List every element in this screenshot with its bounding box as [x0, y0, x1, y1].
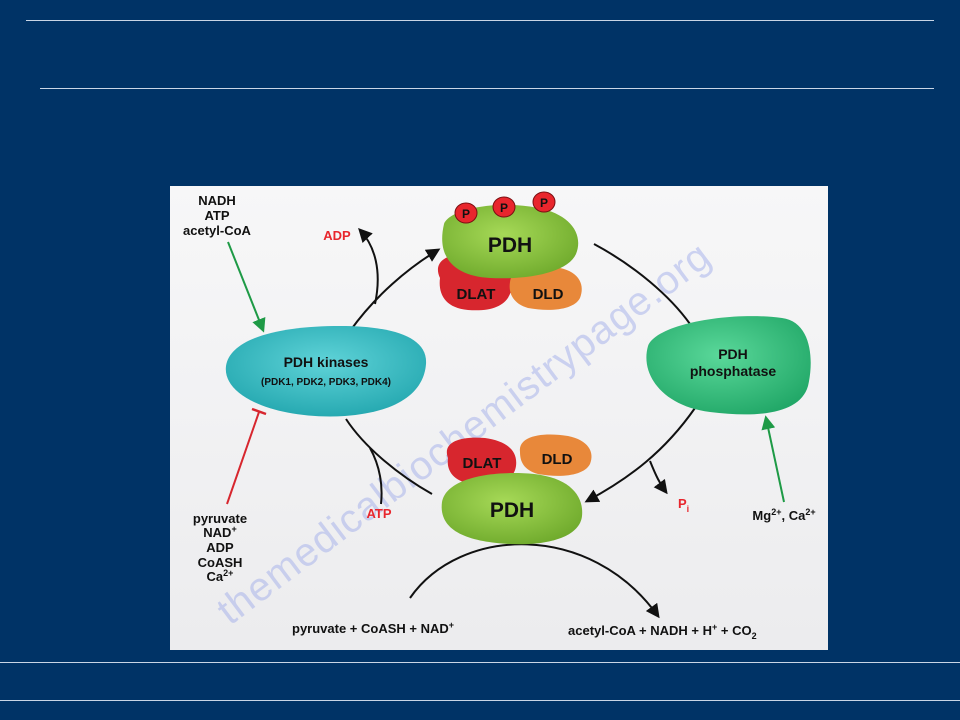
- phosphatase-activation-arrow: [761, 415, 785, 503]
- phosphatase-line1: PDH: [718, 346, 748, 362]
- kinase-subtitle: (PDK1, PDK2, PDK3, PDK4): [261, 377, 391, 388]
- activator-acetyl-coa: acetyl-CoA: [183, 223, 252, 238]
- phosphatase-activators: Mg2+, Ca2+: [752, 507, 815, 523]
- inhibitor-pyruvate: pyruvate: [193, 511, 247, 526]
- dld-bottom-label: DLD: [542, 451, 573, 468]
- kinase-shape: [225, 326, 427, 417]
- dld-bottom-shape: [519, 434, 592, 476]
- inhibitor-coash: CoASH: [198, 555, 243, 570]
- adp-label: ADP: [323, 228, 351, 243]
- kinase-inhibition-line: [226, 411, 260, 505]
- phospho-group-1: [454, 202, 478, 224]
- phosphatase-line2: phosphatase: [690, 363, 777, 379]
- atp-label: ATP: [366, 506, 391, 521]
- phospho-label-1: P: [462, 207, 470, 221]
- phosphatase-shape: [646, 316, 811, 415]
- pdh-regulation-diagram: themedicalbiochemistrypage.org PDH DLAT …: [170, 186, 828, 650]
- cycle-arrow-pdh-to-kinase: [345, 418, 433, 495]
- activator-atp: ATP: [204, 208, 229, 223]
- dld-top-label: DLD: [533, 286, 564, 303]
- pi-label: Pi: [678, 496, 689, 514]
- products-label: acetyl-CoA + NADH + H+ + CO2: [568, 622, 757, 641]
- diagram-svg: themedicalbiochemistrypage.org PDH DLAT …: [183, 191, 816, 641]
- footer-rule-upper: [0, 662, 960, 663]
- phospho-label-3: P: [540, 196, 548, 210]
- phospho-label-2: P: [500, 201, 508, 215]
- pi-release-arrow: [649, 460, 668, 495]
- inhibitor-ca: Ca2+: [207, 568, 234, 584]
- pdh-top-label: PDH: [488, 234, 532, 257]
- kinase-title: PDH kinases: [284, 354, 369, 370]
- atp-input-arrow: [369, 447, 383, 505]
- adp-release-arrow: [358, 227, 379, 305]
- title-underline-rule: [40, 88, 934, 89]
- inhibitor-adp: ADP: [206, 540, 234, 555]
- reaction-arrow: [409, 543, 660, 619]
- kinase-inhibition-bar: [251, 407, 267, 416]
- cycle-arrow-phosphatase-to-pdh: [584, 407, 696, 503]
- dlat-bottom-label: DLAT: [463, 455, 502, 472]
- dld-top-shape: [509, 266, 582, 310]
- pdh-bottom-label: PDH: [490, 499, 534, 522]
- activator-nadh: NADH: [198, 193, 236, 208]
- dlat-top-label: DLAT: [457, 286, 496, 303]
- cycle-arrow-pdh-to-phosphatase: [593, 243, 691, 325]
- top-rule: [26, 20, 934, 21]
- kinase-activation-arrow: [227, 241, 266, 333]
- footer-rule-lower: [0, 700, 960, 701]
- substrates-label: pyruvate + CoASH + NAD+: [292, 620, 454, 636]
- inhibitor-nad: NAD+: [203, 524, 236, 540]
- dlat-bottom-shape: [446, 437, 517, 485]
- cycle-arrow-kinase-to-pdh: [349, 248, 441, 332]
- phospho-group-3: [532, 191, 556, 213]
- pdh-bottom-shape: [441, 473, 583, 545]
- pdh-top-shape: [442, 204, 579, 279]
- phospho-group-2: [492, 196, 516, 218]
